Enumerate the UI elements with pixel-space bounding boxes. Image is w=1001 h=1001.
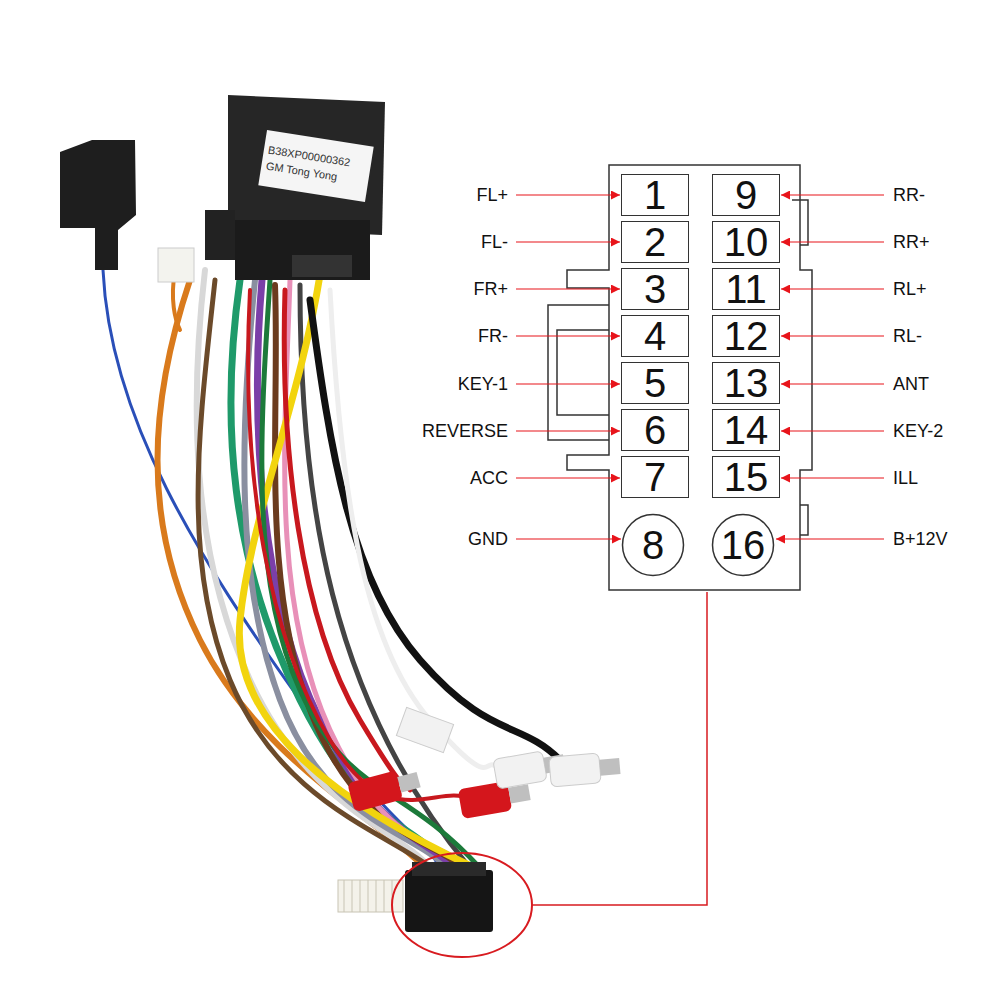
pin-number: 8 [642, 525, 664, 565]
pin-box: 6 [621, 409, 689, 451]
signal-name: FL+ [476, 184, 508, 206]
pin-number: 12 [724, 316, 769, 356]
connector-main [205, 95, 385, 280]
pin-box: 3 [621, 268, 689, 310]
pin-number: 16 [721, 525, 766, 565]
signal-name: FR- [478, 325, 508, 347]
signal-name: ACC [470, 467, 508, 489]
signal-name: ILL [893, 467, 918, 489]
pin-box: 9 [712, 174, 780, 216]
connector-small [60, 140, 136, 270]
signal-name: RR- [893, 184, 925, 206]
signal-name: ANT [893, 373, 929, 395]
iso-connector [405, 862, 493, 932]
signal-name: FL- [481, 231, 508, 253]
pin-number: 10 [724, 222, 769, 262]
pin-box: 10 [712, 221, 780, 263]
wire-bundle [103, 270, 560, 868]
connector-housing [548, 165, 812, 590]
signal-name: FR+ [473, 278, 508, 300]
pin-box: 14 [712, 409, 780, 451]
pin-number: 5 [644, 363, 666, 403]
pin-box: 4 [621, 315, 689, 357]
pin-box: 11 [712, 268, 780, 310]
leader-arrows [516, 195, 884, 539]
pin-circle: 16 [711, 513, 775, 577]
signal-name: B+12V [893, 528, 948, 550]
signal-name: GND [468, 528, 508, 550]
pin-number: 11 [725, 269, 767, 309]
pin-box: 7 [621, 456, 689, 498]
pin-box: 13 [712, 362, 780, 404]
pin-box: 5 [621, 362, 689, 404]
signal-name: KEY-2 [893, 420, 943, 442]
signal-name: KEY-1 [458, 373, 508, 395]
pin-box: 2 [621, 221, 689, 263]
pin-number: 4 [644, 316, 666, 356]
pin-number: 14 [724, 410, 769, 450]
pin-number: 13 [724, 363, 769, 403]
pin-number: 2 [644, 222, 666, 262]
signal-name: REVERSE [422, 420, 508, 442]
pin-number: 9 [735, 175, 757, 215]
pin-number: 15 [724, 457, 769, 497]
link-line [532, 592, 707, 905]
rca-plugs [347, 707, 621, 819]
signal-name: RL- [893, 325, 922, 347]
signal-name: RR+ [893, 231, 930, 253]
pin-box: 12 [712, 315, 780, 357]
pin-box: 1 [621, 174, 689, 216]
pin-number: 3 [644, 269, 666, 309]
pin-box: 15 [712, 456, 780, 498]
pin-number: 1 [644, 175, 666, 215]
connector-white [158, 248, 194, 282]
signal-name: RL+ [893, 278, 927, 300]
pin-number: 6 [644, 410, 666, 450]
pin-circle: 8 [621, 513, 685, 577]
pin-number: 7 [644, 457, 666, 497]
highlight-ellipse [392, 853, 532, 957]
